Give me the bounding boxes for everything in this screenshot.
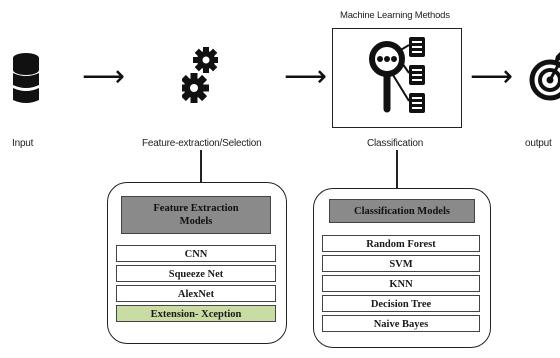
gears-icon (179, 44, 219, 115)
list-item: Decision Tree (322, 295, 480, 312)
feature-models-list: CNN Squeeze Net AlexNet Extension- Xcept… (116, 245, 276, 322)
ml-methods-box (332, 28, 462, 128)
feature-extraction-label: Feature-extraction/Selection (142, 138, 262, 149)
arrow-right-icon: ⟶ (470, 59, 514, 94)
list-item: CNN (116, 245, 276, 262)
connector-line (396, 150, 398, 188)
magnifier-list-icon (369, 37, 425, 113)
database-icon (12, 52, 40, 111)
list-item-highlighted: Extension- Xception (116, 305, 276, 322)
list-item: Naive Bayes (322, 315, 480, 332)
arrow-right-icon: ⟶ (284, 59, 328, 94)
input-label: Input (12, 138, 34, 149)
output-label: output (525, 138, 552, 149)
ml-methods-title: Machine Learning Methods (340, 10, 450, 21)
classification-label: Classification (367, 138, 424, 149)
arrow-right-icon: ⟶ (82, 59, 126, 94)
classification-models-list: Random Forest SVM KNN Decision Tree Naiv… (322, 235, 480, 332)
list-item: Squeeze Net (116, 265, 276, 282)
feature-models-title: Feature Extraction Models (121, 196, 271, 234)
list-item: KNN (322, 275, 480, 292)
classification-models-title: Classification Models (329, 199, 475, 223)
feature-models-panel: Feature Extraction Models CNN Squeeze Ne… (107, 182, 287, 344)
list-item: SVM (322, 255, 480, 272)
list-item: AlexNet (116, 285, 276, 302)
connector-line (200, 150, 202, 182)
classification-models-panel: Classification Models Random Forest SVM … (313, 188, 491, 348)
list-item: Random Forest (322, 235, 480, 252)
target-icon (528, 52, 560, 107)
